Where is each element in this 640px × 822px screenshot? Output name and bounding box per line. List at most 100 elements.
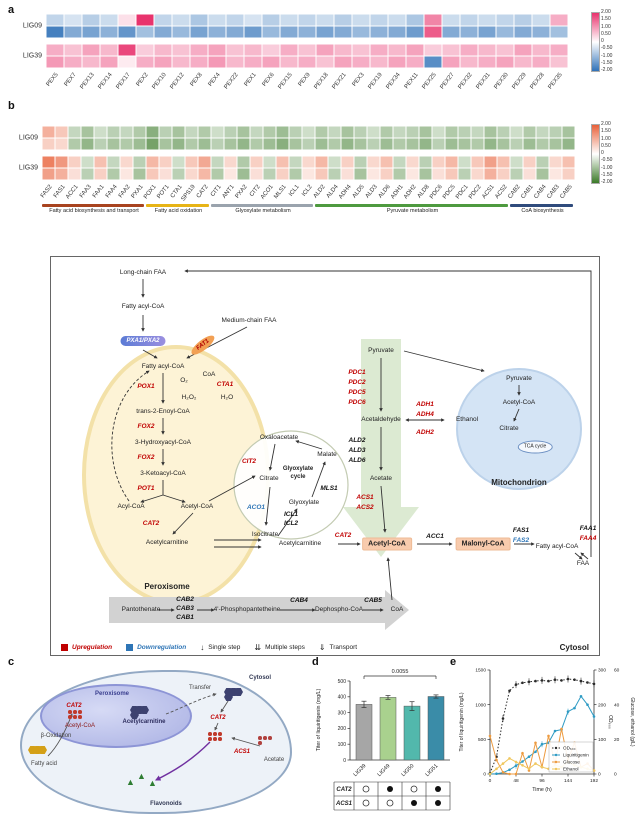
heatmap-cell bbox=[496, 44, 514, 56]
heatmap-cell bbox=[445, 156, 458, 168]
pyruvate-cytosol: Pyruvate bbox=[368, 346, 394, 354]
svg-text:1500: 1500 bbox=[475, 668, 486, 674]
heatmap-cell bbox=[471, 138, 484, 150]
heatmap-cell bbox=[146, 126, 159, 138]
heatmap-cell bbox=[514, 56, 532, 68]
heatmap-cell bbox=[190, 56, 208, 68]
svg-text:96: 96 bbox=[539, 778, 545, 784]
heatmap-cell bbox=[185, 126, 198, 138]
heatmap-cell bbox=[244, 44, 262, 56]
acetylcarnitine-hexagons-icon bbox=[130, 711, 139, 719]
colorbar-tick: 1.50 bbox=[601, 16, 611, 23]
acetylcarnitine-peroxisome: Acetylcarnitine bbox=[145, 538, 189, 546]
heatmap-cell bbox=[536, 138, 549, 150]
heatmap-cell bbox=[550, 44, 568, 56]
cab4: CAB4 bbox=[290, 596, 308, 604]
heatmap-cell bbox=[406, 168, 419, 180]
heatmap-cell bbox=[478, 44, 496, 56]
heatmap-cell bbox=[42, 138, 55, 150]
svg-text:0.0055: 0.0055 bbox=[392, 669, 409, 675]
heatmap-cell bbox=[442, 56, 460, 68]
svg-text:40: 40 bbox=[614, 702, 620, 708]
heatmap-row-label: LIG09 bbox=[22, 22, 42, 30]
panel-a-label: a bbox=[8, 4, 15, 16]
glyoxylate-cycle-label-1: Glyoxylate bbox=[282, 466, 314, 472]
heatmap-cell bbox=[226, 26, 244, 38]
heatmap-cell bbox=[388, 44, 406, 56]
heatmap-cell bbox=[497, 168, 510, 180]
heatmap-cell bbox=[154, 14, 172, 26]
peroxisome-label: Peroxisome bbox=[94, 691, 130, 697]
mitochondrion-shape bbox=[456, 368, 582, 490]
isocitrate: Isocitrate bbox=[251, 530, 279, 538]
heatmap-cell bbox=[478, 14, 496, 26]
heatmap-cell bbox=[172, 44, 190, 56]
svg-text:48: 48 bbox=[513, 778, 519, 784]
heatmap-cell bbox=[460, 26, 478, 38]
heatmap-cell bbox=[224, 168, 237, 180]
heatmap-cell bbox=[81, 156, 94, 168]
heatmap-cell bbox=[120, 138, 133, 150]
heatmap-cell bbox=[263, 126, 276, 138]
heatmap-cell bbox=[424, 44, 442, 56]
category-bar bbox=[211, 204, 313, 207]
acetyl-coa-dots-cytosol-icon bbox=[218, 737, 222, 741]
peroxisome-shape bbox=[40, 684, 192, 748]
acetyl-coa-mitochondrion: Acetyl-CoA bbox=[502, 398, 536, 406]
heatmap-cell bbox=[107, 138, 120, 150]
acetyl-coa-dots-icon bbox=[78, 710, 82, 714]
heatmap-cell bbox=[133, 138, 146, 150]
heatmap-cell bbox=[289, 138, 302, 150]
heatmap-cell bbox=[419, 168, 432, 180]
acc1: ACC1 bbox=[426, 532, 444, 540]
heatmap-cell bbox=[471, 156, 484, 168]
heatmap-cell bbox=[315, 138, 328, 150]
heatmap-cell bbox=[406, 26, 424, 38]
heatmap-cell bbox=[198, 138, 211, 150]
heatmap-cell bbox=[432, 138, 445, 150]
tca-cycle: TCA cycle bbox=[517, 440, 553, 454]
heatmap-cell bbox=[100, 44, 118, 56]
heatmap-cell bbox=[250, 156, 263, 168]
heatmap-cell bbox=[550, 14, 568, 26]
long-chain-faa: Long-chain FAA bbox=[119, 268, 167, 276]
heatmap-cell bbox=[549, 126, 562, 138]
heatmap-cell bbox=[549, 168, 562, 180]
faa1: FAA1 bbox=[579, 524, 597, 532]
heatmap-cell bbox=[352, 26, 370, 38]
heatmap-cell bbox=[237, 168, 250, 180]
heatmap-cell bbox=[367, 168, 380, 180]
heatmap-cell bbox=[280, 56, 298, 68]
heatmap-cell bbox=[64, 26, 82, 38]
heatmap-cell bbox=[208, 44, 226, 56]
colorbar-tick: 2.00 bbox=[601, 121, 611, 127]
heatmap-cell bbox=[370, 26, 388, 38]
acetylcarnitine-hexagons-cytosol-icon bbox=[234, 688, 243, 696]
heatmap-cell bbox=[424, 56, 442, 68]
heatmap-cell bbox=[211, 138, 224, 150]
ald2: ALD2 bbox=[348, 436, 366, 444]
acetylcarnitine-hexagons-icon bbox=[140, 706, 149, 714]
svg-text:1000: 1000 bbox=[475, 702, 486, 708]
heatmap-cell bbox=[316, 26, 334, 38]
citrate-mitochondrion: Citrate bbox=[499, 424, 519, 432]
heatmap-cell bbox=[562, 138, 575, 150]
faa4: FAA4 bbox=[579, 534, 597, 542]
cab5: CAB5 bbox=[364, 596, 382, 604]
heatmap-cell bbox=[154, 56, 172, 68]
heatmap-cell bbox=[341, 168, 354, 180]
heatmap-row-label: LIG39 bbox=[18, 164, 38, 172]
tree-icon: ▲ bbox=[148, 778, 157, 788]
beta-oxidation-label: β-Oxidation bbox=[40, 733, 72, 739]
heatmap-cell bbox=[263, 168, 276, 180]
svg-text:500: 500 bbox=[338, 679, 347, 685]
heatmap-cell bbox=[68, 126, 81, 138]
heatmap-cell bbox=[185, 156, 198, 168]
heatmap-cell bbox=[46, 44, 64, 56]
heatmap-cell bbox=[46, 56, 64, 68]
heatmap-cell bbox=[289, 126, 302, 138]
colorbar-tick: -2.00 bbox=[601, 179, 613, 185]
colorbar bbox=[591, 124, 600, 184]
